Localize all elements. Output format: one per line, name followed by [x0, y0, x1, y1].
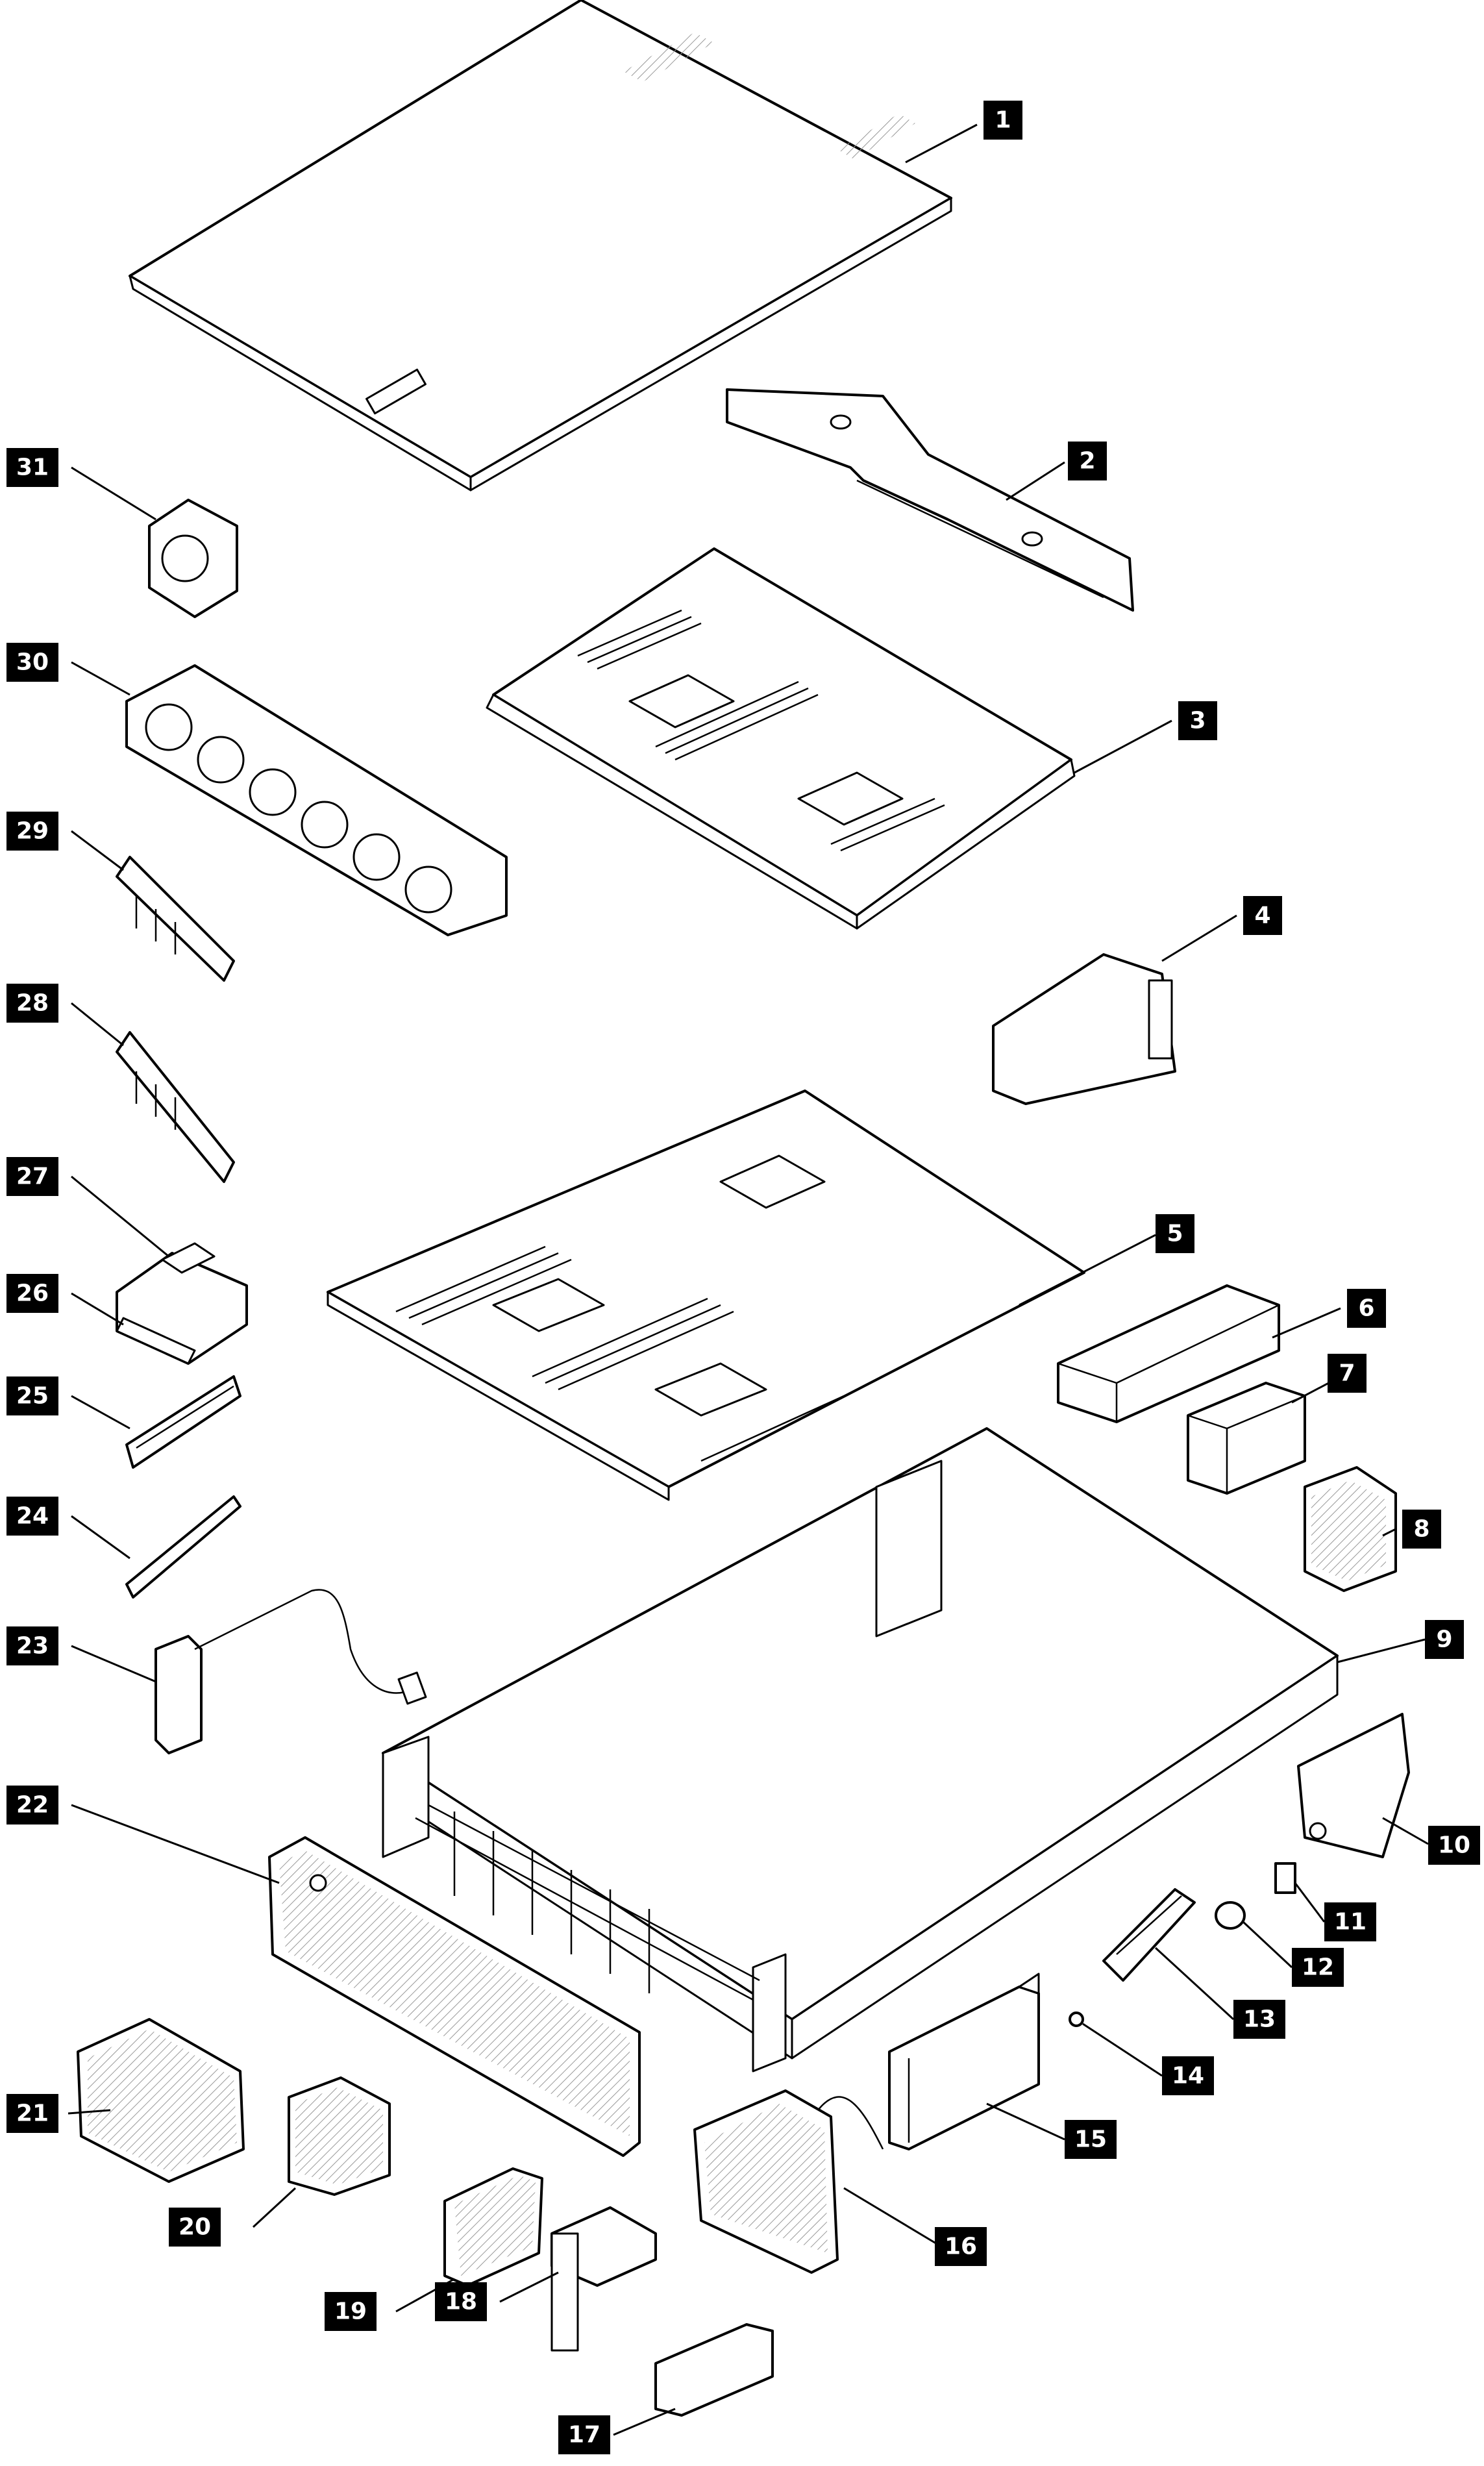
part-cmos-battery	[1215, 1901, 1246, 1930]
callout-2: 2	[1068, 442, 1107, 480]
callout-11: 11	[1324, 1902, 1376, 1941]
callout-13: 13	[1233, 2000, 1285, 2039]
part-hot-swap-drive	[443, 2167, 543, 2287]
svg-text:5: 5	[1167, 1221, 1183, 1247]
svg-text:16: 16	[945, 2234, 977, 2260]
svg-text:20: 20	[179, 2214, 211, 2241]
part-drive-filler	[550, 2206, 657, 2352]
part-gpu-adapter	[888, 1973, 1040, 2150]
part-processor-tray	[486, 547, 1076, 930]
svg-text:23: 23	[16, 1633, 49, 1660]
svg-text:26: 26	[16, 1280, 49, 1307]
chassis-drive-bays	[415, 1804, 760, 2001]
part-security-bezel	[268, 1836, 641, 2157]
callout-16: 16	[935, 2227, 987, 2266]
callout-26: 26	[6, 1274, 58, 1313]
svg-text:13: 13	[1243, 2006, 1276, 2033]
callout-19: 19	[325, 2292, 377, 2331]
callout-24: 24	[6, 1497, 58, 1536]
part-front-io-assembly	[693, 2089, 884, 2274]
part-bay-filler-small	[288, 2076, 391, 2196]
part-bay-filler-large	[77, 2018, 245, 2183]
callout-20: 20	[169, 2208, 221, 2247]
callout-31: 31	[6, 448, 58, 487]
part-screw	[1069, 2011, 1084, 2027]
callout-9: 9	[1425, 1620, 1464, 1659]
part-heat-sink	[116, 1242, 248, 1365]
svg-text:18: 18	[445, 2289, 477, 2315]
svg-text:4: 4	[1254, 903, 1270, 929]
callout-7: 7	[1328, 1354, 1367, 1393]
part-raid-adapter	[1297, 1713, 1410, 1858]
part-front-io-cable	[155, 1589, 427, 1754]
svg-text:15: 15	[1074, 2126, 1107, 2153]
callout-22: 22	[6, 1786, 58, 1825]
part-filler	[1304, 1466, 1397, 1592]
callout-8: 8	[1402, 1510, 1441, 1549]
part-dimm	[125, 1495, 241, 1599]
part-fan	[148, 499, 238, 618]
svg-text:17: 17	[568, 2422, 600, 2448]
callout-12: 12	[1292, 1948, 1344, 1987]
callout-15: 15	[1065, 2120, 1117, 2159]
svg-text:24: 24	[16, 1503, 49, 1530]
svg-text:21: 21	[16, 2100, 49, 2127]
part-backplane-a	[116, 1031, 235, 1183]
callout-21: 21	[6, 2094, 58, 2133]
part-intrusion-switch	[1274, 1862, 1296, 1894]
part-fan-cage	[125, 664, 508, 936]
svg-text:14: 14	[1172, 2063, 1204, 2089]
part-dimm-heatsink	[125, 1375, 241, 1469]
callout-17: 17	[558, 2415, 610, 2454]
callout-28: 28	[6, 984, 58, 1023]
part-air-baffle	[726, 388, 1134, 612]
part-m2-module	[1102, 1888, 1196, 1982]
svg-text:9: 9	[1436, 1626, 1452, 1653]
callout-25: 25	[6, 1376, 58, 1415]
svg-text:31: 31	[16, 455, 49, 481]
callout-27: 27	[6, 1157, 58, 1196]
svg-text:1: 1	[995, 107, 1011, 134]
svg-text:30: 30	[16, 649, 49, 676]
svg-text:6: 6	[1358, 1295, 1374, 1322]
svg-text:8: 8	[1413, 1516, 1429, 1543]
svg-text:29: 29	[16, 818, 49, 845]
svg-text:11: 11	[1334, 1909, 1367, 1936]
part-top-cover	[129, 0, 952, 492]
part-backplane-b	[116, 856, 235, 982]
svg-text:2: 2	[1079, 448, 1095, 475]
callout-1: 1	[983, 101, 1022, 140]
leader-lines	[68, 123, 1429, 2436]
svg-text:25: 25	[16, 1383, 49, 1410]
callout-14: 14	[1162, 2056, 1214, 2095]
callout-18: 18	[435, 2282, 487, 2321]
callout-3: 3	[1178, 701, 1217, 740]
part-chassis	[382, 1427, 1339, 2073]
callout-10: 10	[1428, 1826, 1480, 1865]
dimm-slot-group	[577, 609, 945, 852]
svg-text:12: 12	[1302, 1954, 1334, 1981]
svg-text:3: 3	[1189, 708, 1206, 734]
callout-30: 30	[6, 643, 58, 682]
svg-text:27: 27	[16, 1164, 49, 1190]
svg-text:22: 22	[16, 1792, 49, 1819]
callout-4: 4	[1243, 896, 1282, 935]
part-media-bay	[654, 2323, 774, 2417]
part-power-supply	[1057, 1284, 1280, 1423]
svg-text:10: 10	[1438, 1832, 1470, 1859]
callout-5: 5	[1156, 1214, 1194, 1253]
callout-6: 6	[1347, 1289, 1386, 1328]
callout-23: 23	[6, 1626, 58, 1665]
callout-29: 29	[6, 812, 58, 851]
part-drive-cage	[1187, 1382, 1306, 1495]
svg-text:7: 7	[1339, 1360, 1355, 1387]
svg-text:28: 28	[16, 990, 49, 1017]
part-riser-bracket	[992, 953, 1176, 1105]
svg-text:19: 19	[334, 2298, 367, 2325]
